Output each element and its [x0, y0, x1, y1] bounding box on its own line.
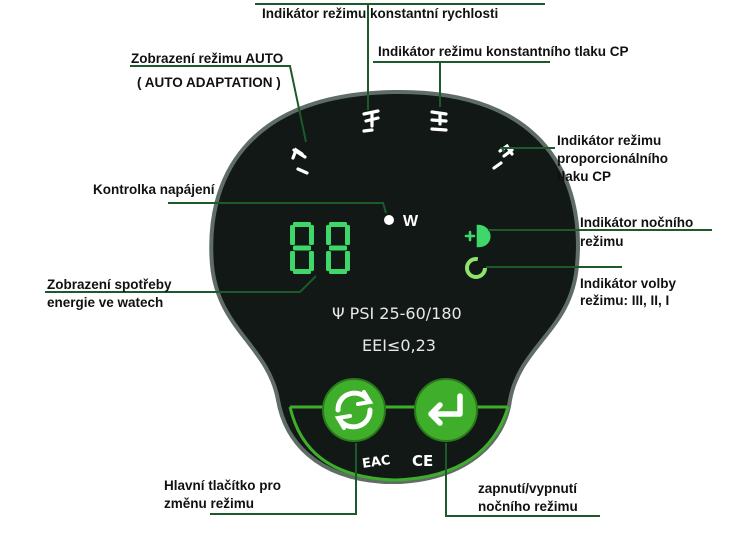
eei-label: EEI≤0,23: [362, 336, 436, 355]
label-proportional-line1: Indikátor režimu: [557, 133, 662, 148]
label-consumption-line1: Zobrazení spotřeby: [47, 277, 172, 292]
label-consumption-line2: energie ve watech: [47, 295, 164, 310]
display-segment: [329, 269, 347, 274]
leader-lines: [45, 3, 712, 517]
display-segment: [345, 225, 350, 245]
label-constant-speed: Indikátor režimu konstantní rychlosti: [262, 6, 499, 21]
label-constant-pressure: Indikátor režimu konstantního tlaku CP: [378, 44, 629, 59]
moon-half-icon: [464, 224, 491, 248]
power-lamp: [384, 215, 394, 225]
label-auto-line2: ( AUTO ADAPTATION ): [137, 75, 281, 90]
constant-pressure-indicator: [430, 110, 448, 132]
display-segment: [329, 245, 347, 251]
label-speed-select-line1: Indikátor volby: [580, 276, 677, 291]
display-segment: [329, 222, 347, 227]
auto-mode-indicator: [291, 147, 309, 175]
ring-icon: [465, 257, 487, 279]
label-main-button-line2: změnu režimu: [164, 496, 255, 511]
label-speed-select-line2: režimu: III, II, I: [580, 293, 670, 308]
enter-arrow-icon: [428, 393, 463, 426]
label-night-line2: režimu: [580, 234, 624, 249]
label-proportional-line2: proporcionálního: [557, 151, 668, 166]
display-segment: [309, 251, 314, 271]
display-segment: [290, 225, 295, 245]
label-power-lamp: Kontrolka napájení: [93, 182, 215, 197]
display-segment: [290, 251, 295, 271]
cycle-arrows-icon: [334, 390, 374, 430]
label-proportional-line3: tlaku CP: [557, 169, 612, 184]
display-segment: [326, 225, 331, 245]
eac-mark: EAC: [361, 453, 391, 472]
main-mode-button[interactable]: [322, 378, 386, 442]
label-main-button-line1: Hlavní tlačítko pro: [164, 478, 282, 493]
watt-unit: W: [403, 213, 419, 230]
label-night-line1: Indikátor nočního: [580, 215, 694, 230]
label-night-toggle-line2: nočního režimu: [478, 499, 578, 514]
control-panel-body: [209, 89, 580, 484]
constant-speed-indicator: [362, 109, 380, 133]
label-night-toggle-line1: zapnutí/vypnutí: [478, 481, 577, 496]
ce-mark: CE: [412, 452, 433, 470]
display-segment: [326, 251, 331, 271]
label-auto-line1: Zobrazení režimu AUTO: [131, 51, 284, 66]
display-segment: [345, 251, 350, 271]
night-mode-button[interactable]: [414, 378, 478, 442]
energy-display: [290, 222, 350, 274]
model-label: Ψ PSI 25-60/180: [332, 304, 462, 323]
display-segment: [309, 225, 314, 245]
display-segment: [293, 245, 311, 251]
display-segment: [293, 222, 311, 227]
panel-bottom-curve: [288, 406, 510, 482]
display-segment: [293, 269, 311, 274]
